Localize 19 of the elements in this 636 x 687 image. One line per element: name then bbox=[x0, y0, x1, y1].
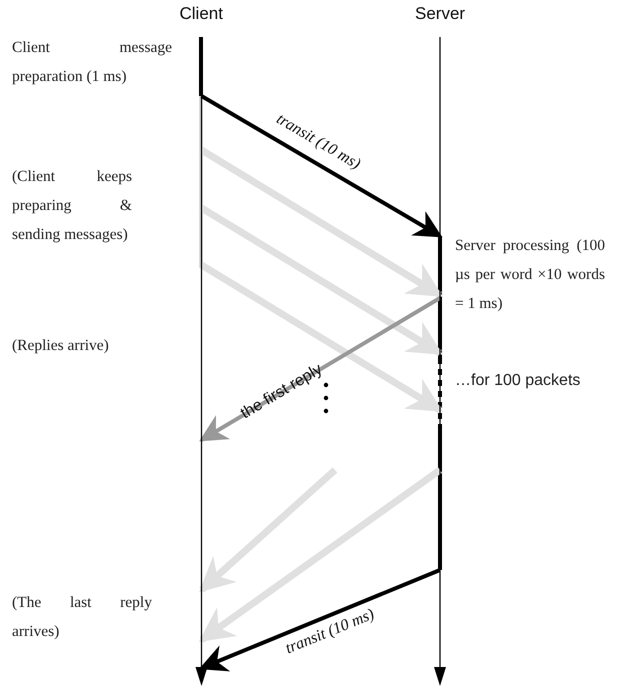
edge-label: transit (10 ms) bbox=[272, 110, 364, 174]
note-text: (Replies arrive) bbox=[12, 336, 110, 356]
note-text: (The last reply arrives) bbox=[12, 593, 152, 642]
note-text: …for 100 packets bbox=[455, 372, 580, 390]
edge-label: the first reply bbox=[238, 360, 326, 424]
arrow bbox=[200, 94, 442, 238]
note-text: Server processing (100 µs per word ×10 words = 1 ms) bbox=[455, 236, 605, 314]
arrow bbox=[200, 262, 443, 413]
arrow bbox=[198, 467, 442, 643]
note-text: (Client keeps preparing & sending messages) bbox=[12, 167, 132, 245]
arrow bbox=[198, 467, 338, 593]
lifeline-label: Client bbox=[180, 4, 223, 24]
note-text: Client message preparation (1 ms) bbox=[12, 38, 172, 87]
lifeline bbox=[180, 4, 222, 686]
arrow bbox=[200, 147, 443, 298]
edge-label: transit (10 ms) bbox=[283, 606, 378, 658]
arrow bbox=[200, 205, 443, 356]
arrow bbox=[199, 296, 442, 442]
lifeline-label: Server bbox=[415, 4, 466, 24]
